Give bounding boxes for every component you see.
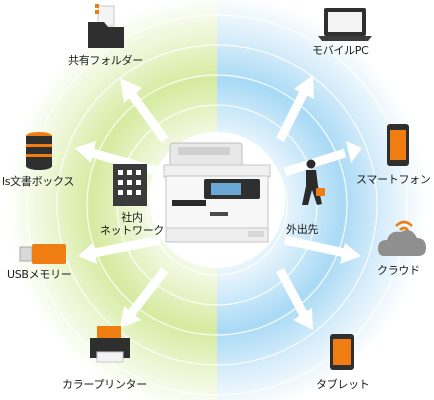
label-internal-line2: ネットワーク [99, 224, 165, 237]
cloud-icon [378, 220, 426, 256]
label-outside-office: 外出先 [286, 223, 319, 236]
label-shared-folder: 共有フォルダー [68, 54, 143, 67]
arrow-head-tablet [293, 308, 313, 330]
label-document-box: ls文書ボックス [2, 175, 75, 188]
arrow-head-cloud [340, 243, 361, 264]
shared-folder-icon [88, 4, 124, 48]
arrow-to-tablet [276, 267, 309, 320]
arrow-to-color-printer [126, 267, 169, 318]
arrow-head-usb-memory [78, 243, 97, 264]
label-internal-line1: 社内 [121, 211, 143, 224]
arrow-to-usb-memory [93, 235, 161, 258]
arrow-to-laptop [275, 87, 310, 143]
label-usb-memory: USBメモリー [7, 268, 72, 281]
office-building-icon [113, 164, 147, 206]
color-printer-icon [90, 326, 130, 363]
arrow-to-shared-folder [126, 89, 169, 143]
arrow-head-laptop [294, 75, 314, 99]
arrow-to-document-box [90, 148, 162, 177]
arrow-head-shared-folder [120, 78, 142, 103]
label-internal-network: 社内 ネットワーク [96, 211, 168, 237]
arrow-head-document-box [75, 141, 96, 163]
document-box-icon [26, 132, 52, 170]
smartphone-icon [387, 124, 409, 166]
arrow-head-smartphone [346, 141, 362, 163]
laptop-icon [318, 8, 372, 41]
label-cloud: クラウド [377, 264, 420, 277]
multifunction-printer-icon [163, 142, 271, 243]
tablet-icon [330, 334, 354, 370]
usb-memory-icon [19, 244, 66, 264]
label-tablet: タブレット [316, 378, 370, 391]
walking-person-icon [302, 159, 325, 205]
label-smartphone: スマートフォン [356, 173, 431, 186]
flow-arrows [75, 75, 362, 330]
label-color-printer: カラープリンター [62, 378, 147, 391]
label-laptop: モバイルPC [312, 44, 369, 57]
arrow-to-cloud [284, 235, 346, 258]
arrow-head-color-printer [120, 306, 141, 328]
